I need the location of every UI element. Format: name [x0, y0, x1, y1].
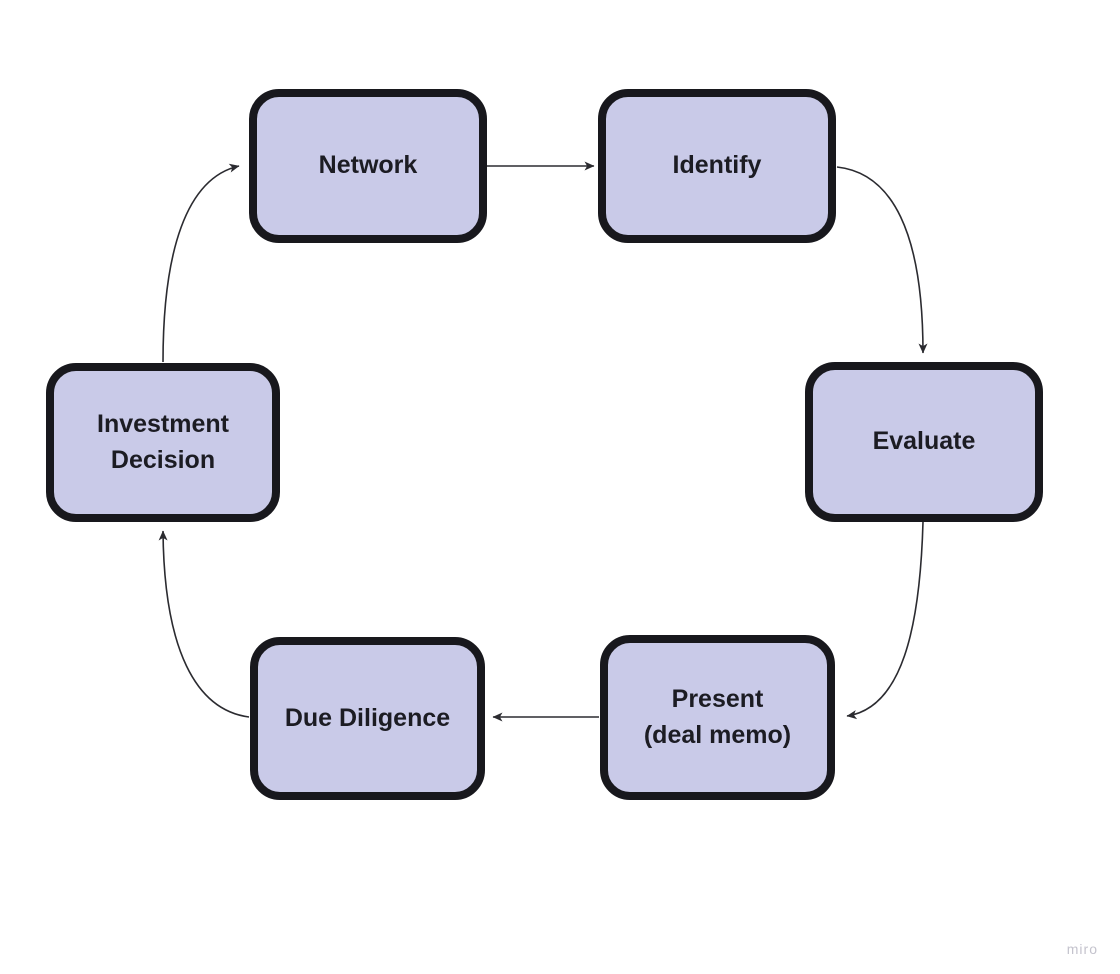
node-due-diligence-label: Due Diligence	[284, 703, 451, 732]
node-network-label: Network	[318, 151, 418, 180]
node-due-diligence[interactable]: Due Diligence	[250, 637, 485, 800]
node-evaluate[interactable]: Evaluate	[805, 362, 1043, 522]
arrow-evaluate-to-present[interactable]	[846, 521, 924, 720]
node-investment-decision-label-line1: Investment	[97, 410, 229, 438]
miro-watermark: miro	[1066, 941, 1098, 957]
node-present-deal-memo[interactable]: Present (deal memo)	[600, 635, 835, 800]
node-investment-decision[interactable]: Investment Decision	[46, 363, 280, 522]
arrow-due-diligence-to-investment-decision[interactable]	[158, 530, 250, 718]
node-identify-label: Identify	[672, 151, 762, 180]
arrow-identify-to-evaluate[interactable]	[836, 166, 928, 354]
node-present-label-line2: (deal memo)	[643, 720, 792, 749]
node-network[interactable]: Network	[249, 89, 487, 243]
node-investment-decision-label-line2: Decision	[110, 445, 216, 474]
node-present-label-line1: Present	[671, 685, 764, 713]
node-identify[interactable]: Identify	[598, 89, 836, 243]
arrow-investment-decision-to-network[interactable]	[162, 163, 240, 363]
node-evaluate-label: Evaluate	[872, 427, 976, 456]
